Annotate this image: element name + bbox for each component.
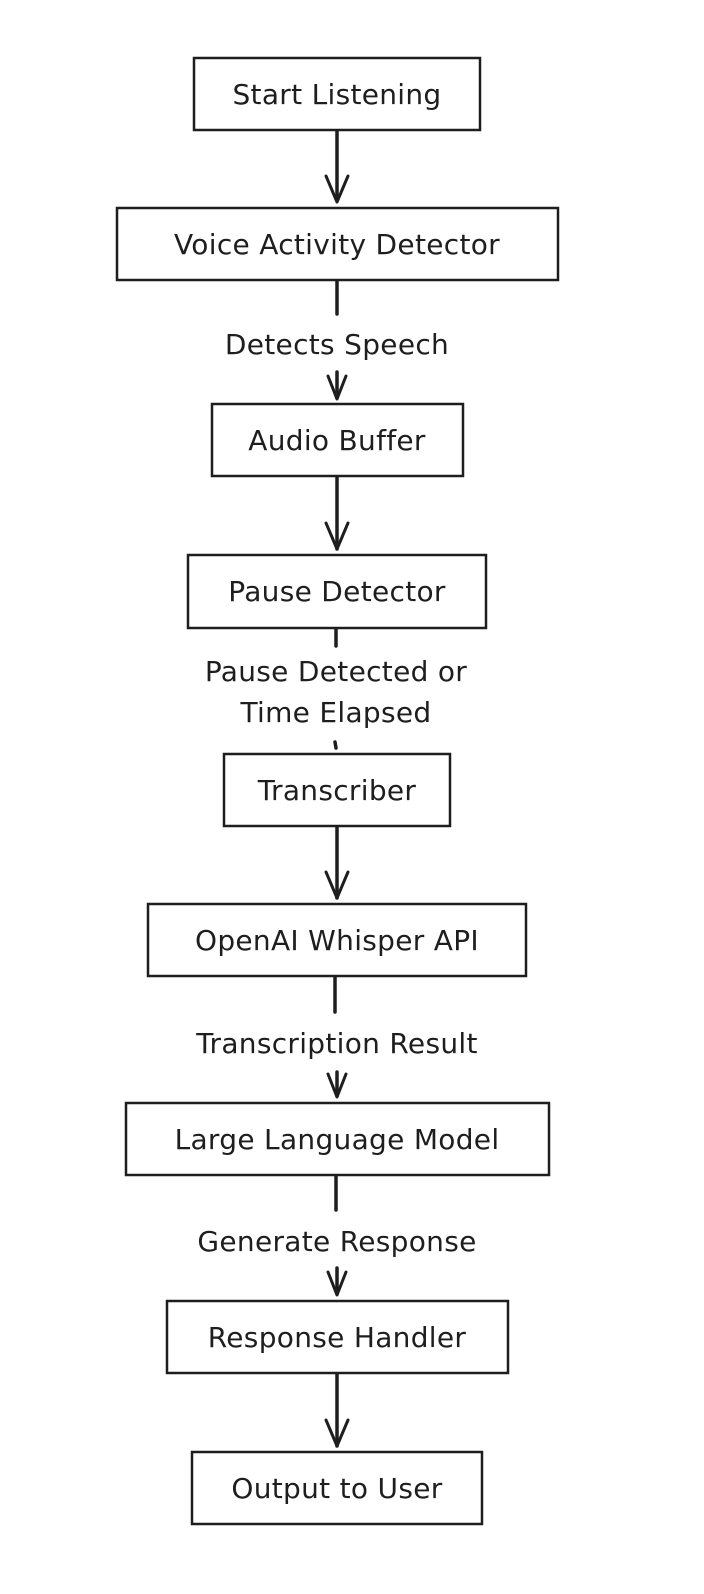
node-label-response-handler: Response Handler [208, 1321, 467, 1354]
node-label-voice-activity-detector: Voice Activity Detector [174, 228, 500, 261]
node-pause-detector: Pause Detector [186, 553, 488, 630]
node-label-pause-detector: Pause Detector [228, 575, 446, 608]
edge-handler-to-output [324, 1370, 350, 1448]
node-label-transcriber: Transcriber [257, 774, 417, 807]
edge-label-generate-response: Generate Response [197, 1225, 476, 1258]
edge-transcriber-to-whisper [324, 824, 350, 900]
node-transcriber: Transcriber [222, 752, 452, 828]
edge-label-transcription-result: Transcription Result [195, 1027, 478, 1060]
node-openai-whisper-api: OpenAI Whisper API [146, 902, 528, 978]
node-response-handler: Response Handler [165, 1299, 510, 1375]
node-large-language-model: Large Language Model [124, 1101, 551, 1177]
node-label-audio-buffer: Audio Buffer [248, 424, 426, 457]
edge-whisper-to-llm [326, 974, 348, 1099]
edge-start-to-vad [324, 128, 350, 204]
edge-label-detects-speech: Detects Speech [225, 328, 449, 361]
node-label-openai-whisper-api: OpenAI Whisper API [195, 924, 479, 957]
edge-vad-to-buffer [326, 278, 348, 401]
node-start-listening: Start Listening [192, 56, 482, 132]
node-label-start-listening: Start Listening [232, 78, 441, 111]
edge-label-pause-detected-line2: Time Elapsed [239, 696, 431, 729]
node-label-output-to-user: Output to User [231, 1472, 442, 1505]
edge-pause-to-transcriber [333, 626, 338, 750]
node-output-to-user: Output to User [190, 1450, 484, 1526]
edge-label-pause-detected-line1: Pause Detected or [205, 655, 467, 688]
node-audio-buffer: Audio Buffer [210, 402, 465, 478]
node-voice-activity-detector: Voice Activity Detector [115, 206, 560, 282]
edge-buffer-to-pause [324, 474, 350, 551]
node-label-large-language-model: Large Language Model [175, 1123, 500, 1156]
edge-llm-to-handler [326, 1170, 348, 1297]
